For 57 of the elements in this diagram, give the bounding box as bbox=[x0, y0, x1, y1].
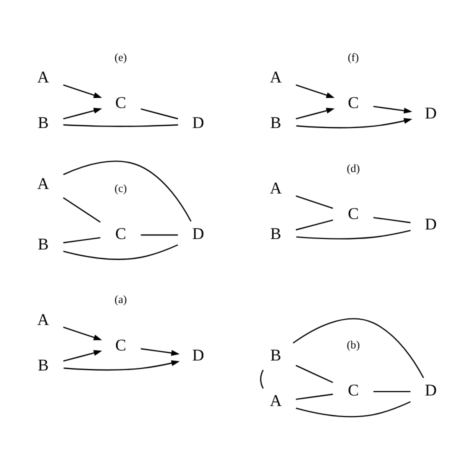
arrow bbox=[63, 84, 102, 98]
connector bbox=[63, 124, 178, 128]
node-text: C bbox=[115, 335, 126, 354]
node-text: C bbox=[115, 224, 126, 244]
node-text: C bbox=[115, 92, 126, 112]
arrow bbox=[63, 108, 102, 120]
arrow bbox=[63, 326, 102, 340]
connector bbox=[260, 370, 264, 389]
connector bbox=[63, 237, 100, 244]
node-text: C bbox=[348, 204, 359, 224]
connector bbox=[296, 394, 334, 400]
node-text: B bbox=[270, 346, 282, 365]
arrow bbox=[296, 108, 335, 120]
connector bbox=[62, 197, 101, 223]
label: (d) bbox=[346, 163, 360, 176]
arrow bbox=[64, 360, 180, 371]
node-text: D bbox=[424, 380, 437, 400]
connector bbox=[373, 390, 410, 392]
node-text: A bbox=[270, 391, 282, 410]
arrow bbox=[63, 350, 102, 362]
connector bbox=[296, 401, 411, 418]
label: (a) bbox=[114, 294, 127, 306]
node-text: D bbox=[192, 346, 204, 365]
label: (e) bbox=[114, 52, 127, 64]
node-text: D bbox=[192, 113, 204, 132]
connector bbox=[296, 195, 334, 209]
node-text: B bbox=[38, 355, 49, 374]
node-text: C bbox=[348, 380, 359, 400]
node-text: C bbox=[348, 92, 359, 112]
connector bbox=[296, 230, 411, 240]
node-text: D bbox=[424, 103, 437, 122]
node-text: D bbox=[424, 214, 437, 234]
connector bbox=[292, 318, 424, 378]
connector bbox=[373, 216, 411, 224]
arrow bbox=[140, 348, 180, 356]
node-text: B bbox=[270, 224, 282, 244]
arrow bbox=[296, 118, 412, 128]
connector bbox=[296, 364, 334, 384]
connector bbox=[140, 108, 178, 120]
node-text: B bbox=[270, 113, 282, 132]
node-text: A bbox=[270, 178, 282, 198]
node-text: A bbox=[37, 68, 50, 87]
node-text: B bbox=[38, 113, 49, 132]
node-text: A bbox=[37, 310, 50, 329]
connector bbox=[296, 219, 334, 230]
node-text: A bbox=[37, 174, 50, 194]
connector bbox=[63, 160, 192, 222]
label: (f) bbox=[348, 52, 359, 64]
node-text: A bbox=[270, 68, 282, 87]
label: (c) bbox=[114, 183, 127, 196]
connector bbox=[140, 234, 178, 236]
connector bbox=[63, 244, 178, 260]
arrow bbox=[296, 84, 335, 98]
node-text: D bbox=[192, 224, 204, 244]
arrow bbox=[373, 106, 412, 114]
node-text: B bbox=[38, 234, 49, 254]
label: (b) bbox=[346, 340, 360, 352]
